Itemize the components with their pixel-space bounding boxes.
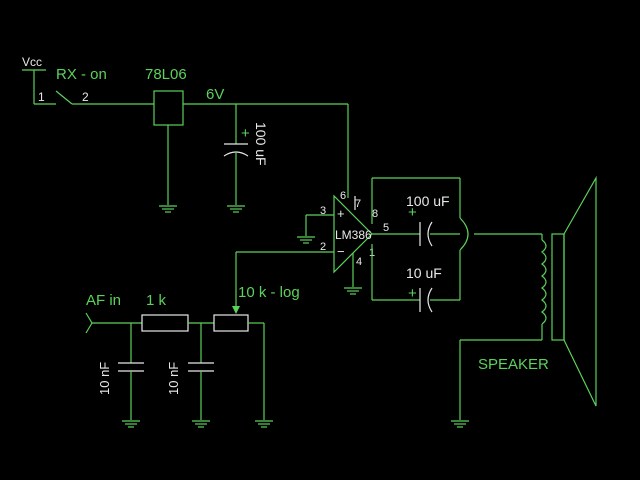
lm386-plus-sign: + — [337, 206, 345, 221]
switch-pin2-label: 2 — [82, 90, 89, 104]
ground-symbol-supply-cap — [227, 205, 245, 213]
lm386-amplifier: LM386 + − 6 7 8 3 2 5 4 1 — [320, 190, 389, 287]
lm386-pin2-label: 2 — [320, 241, 326, 253]
regulator-part-label: 78L06 — [145, 66, 187, 83]
capacitor-100uf-supply-label: 100 uF — [253, 122, 269, 166]
regulator-voltage-label: 6V — [206, 86, 224, 103]
capacitor-10nf-filter2: 10 nF — [166, 323, 214, 420]
lm386-minus-sign: − — [337, 244, 345, 259]
pin2-wiper-wire — [232, 251, 334, 314]
capacitor-100uf-supply: + 100 uF — [223, 104, 269, 205]
af-input-label: AF in — [86, 292, 121, 309]
lm386-pin3-label: 3 — [320, 205, 326, 217]
capacitor-10uf-bypass: + 10 uF — [406, 265, 442, 313]
pin3-ground-wire — [297, 214, 334, 244]
lm386-pin8-label: 8 — [372, 208, 378, 220]
ground-symbol-speaker — [451, 420, 469, 428]
capacitor-100uf-output-label: 100 uF — [406, 193, 450, 209]
output-cap-plus-sign: + — [408, 204, 417, 221]
lm386-pin4-label: 4 — [356, 256, 362, 268]
ground-symbol-filter2 — [192, 420, 210, 428]
lm386-pin7-label: 7 — [355, 198, 361, 210]
lm386-part-label: LM386 — [335, 228, 372, 242]
gain-bypass-loop — [371, 177, 461, 301]
speaker-label: SPEAKER — [478, 356, 549, 373]
capacitor-plus-sign: + — [241, 125, 250, 142]
capacitor-10uf-label: 10 uF — [406, 265, 442, 281]
capacitor-filter1-label: 10 nF — [97, 362, 112, 395]
ground-symbol-pot — [255, 420, 273, 428]
lm386-pin5-label: 5 — [383, 222, 389, 234]
rx-on-switch: 1 2 RX - on — [34, 66, 154, 105]
regulator-78l06: 78L06 6V — [145, 66, 348, 205]
bypass-cap-plus-sign: + — [408, 285, 417, 302]
ground-symbol-lm386 — [344, 287, 362, 295]
lm386-pin6-label: 6 — [340, 190, 346, 202]
speaker: SPEAKER — [459, 175, 597, 420]
potentiometer-10k-log: 10 k - log — [213, 284, 300, 420]
switch-label: RX - on — [56, 66, 107, 83]
switch-pin1-label: 1 — [38, 90, 45, 104]
vcc-label: Vcc — [22, 55, 42, 69]
capacitor-10nf-filter1: 10 nF — [97, 323, 144, 420]
ground-symbol-filter1 — [122, 420, 140, 428]
ground-symbol-regulator — [159, 205, 177, 213]
resistor-1k-label: 1 k — [146, 292, 167, 309]
af-input-terminal: AF in — [85, 292, 142, 334]
output-coupling-capacitor: + 100 uF — [372, 193, 542, 251]
potentiometer-label: 10 k - log — [238, 284, 300, 301]
vcc-supply-terminal: Vcc — [22, 55, 46, 104]
capacitor-filter2-label: 10 nF — [166, 362, 181, 395]
resistor-1k: 1 k — [141, 292, 214, 332]
